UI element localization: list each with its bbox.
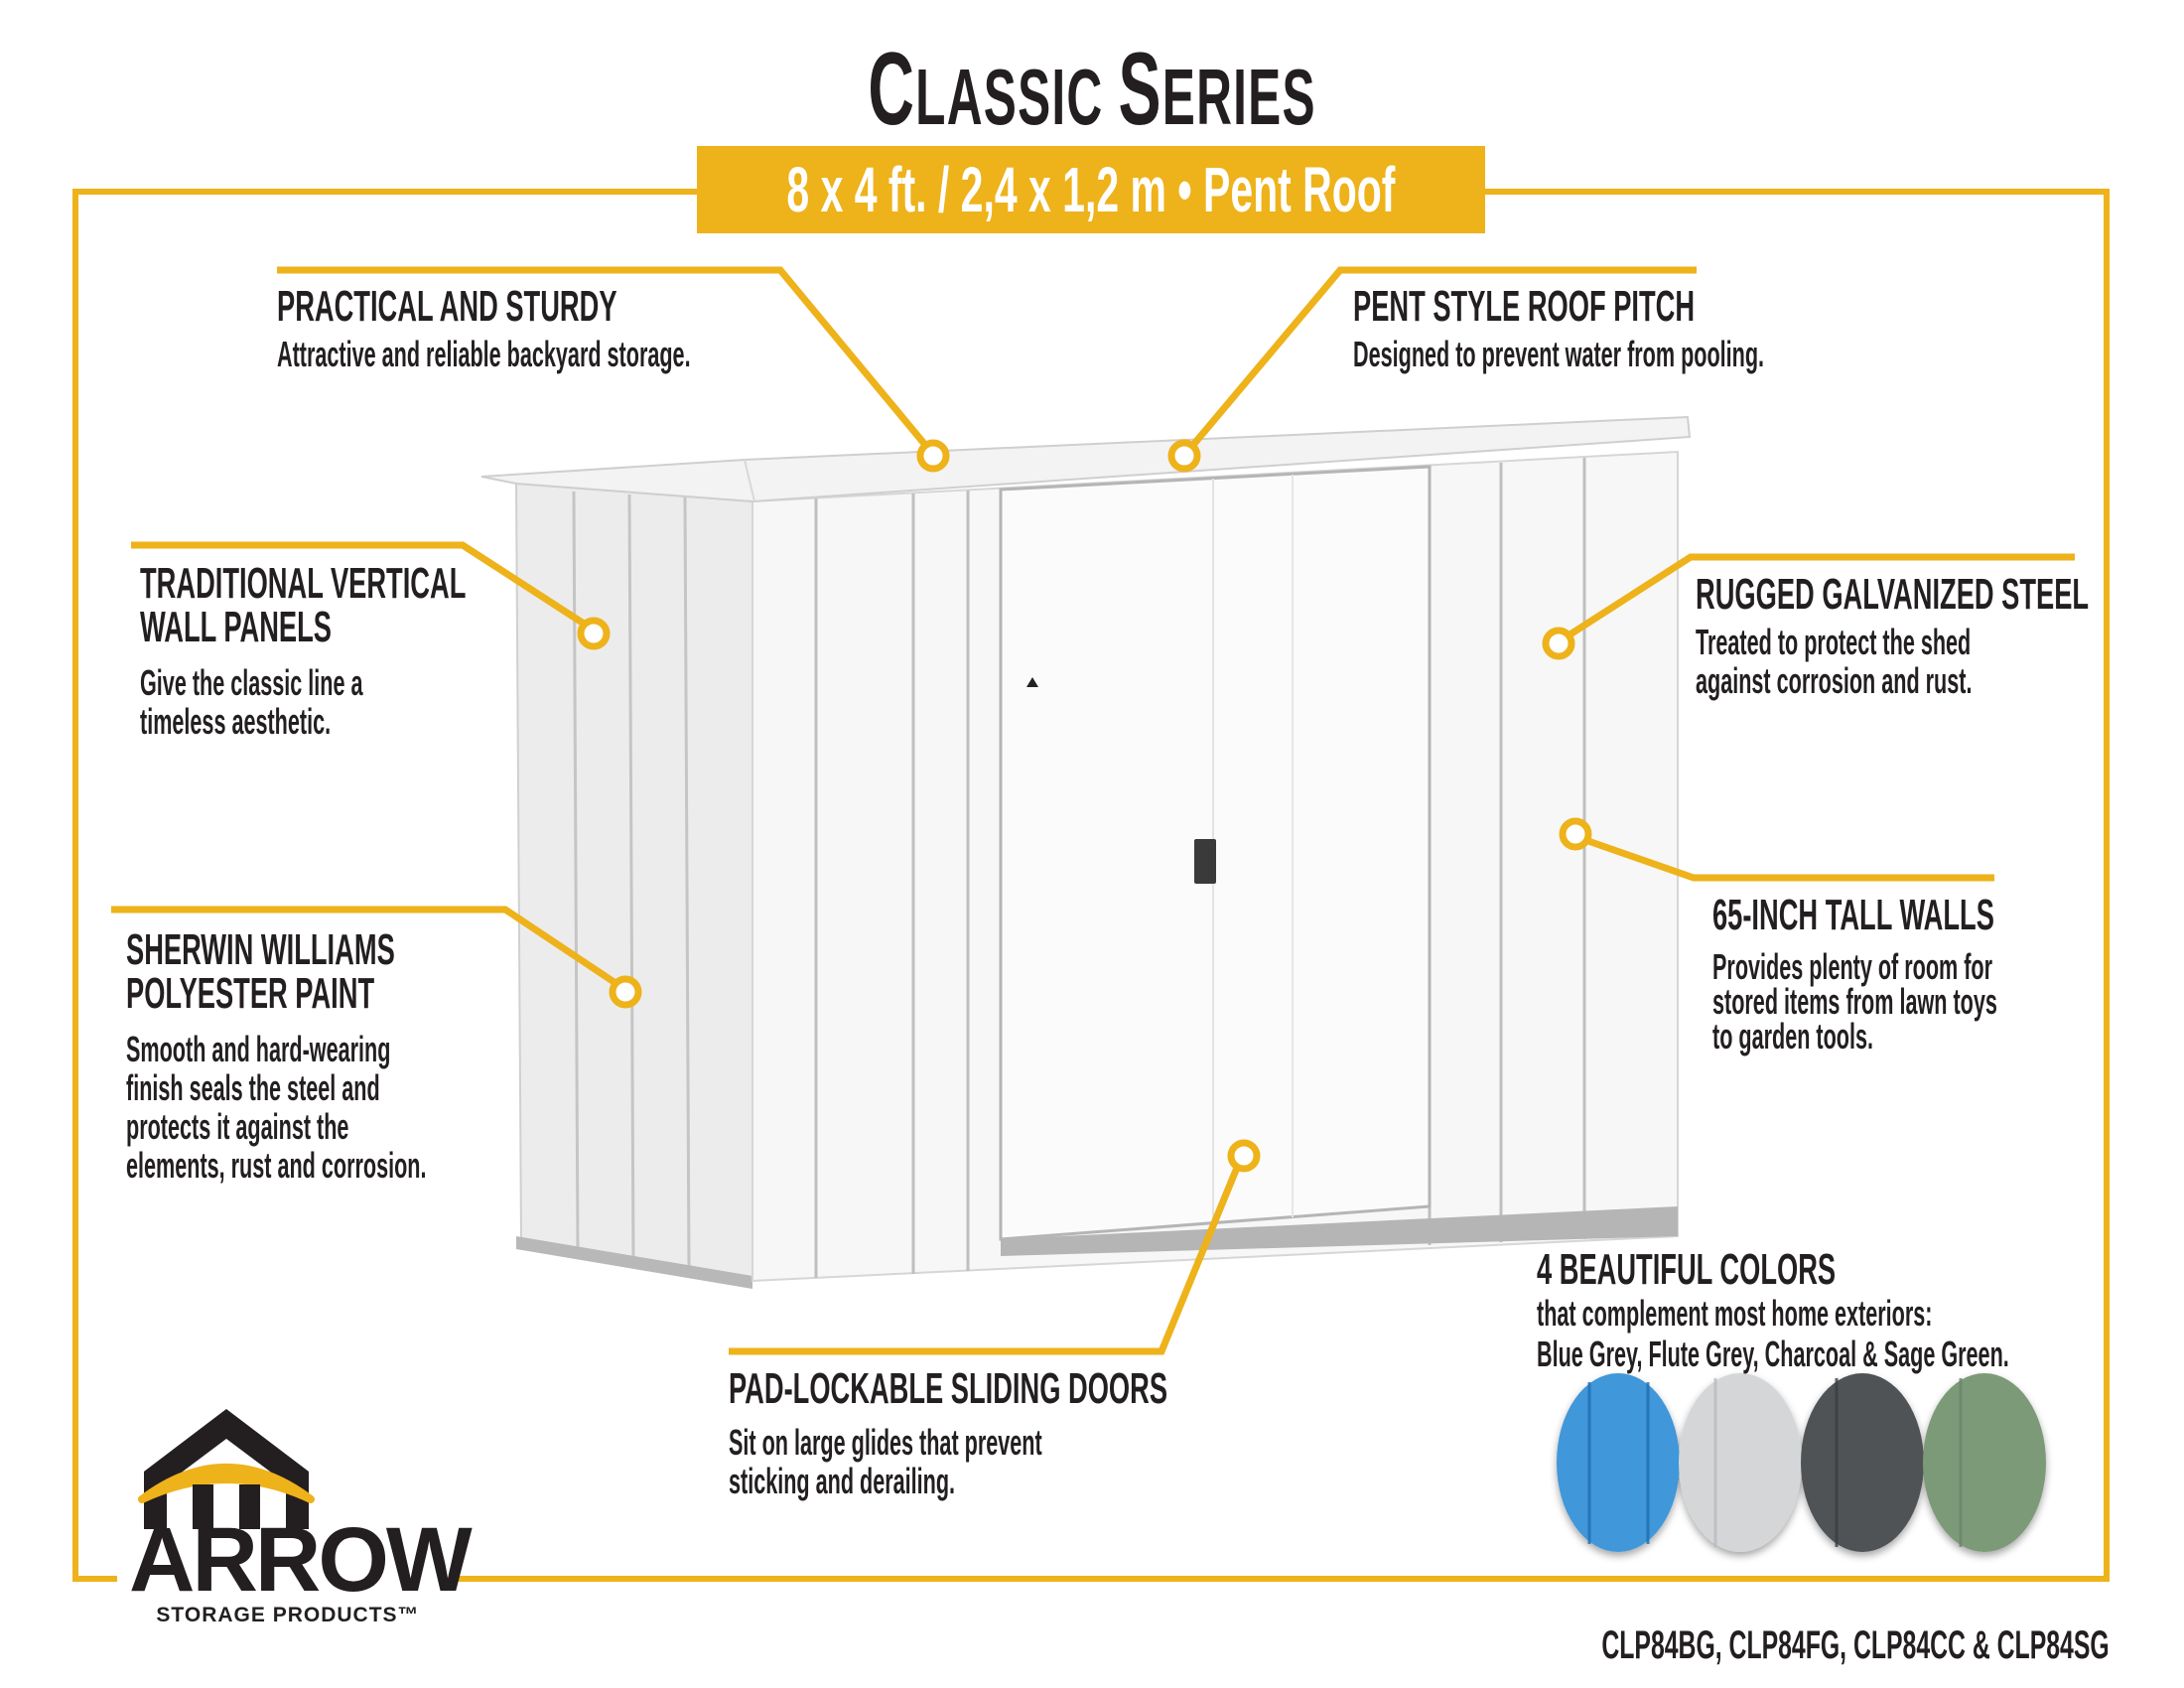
callout-heading: TRADITIONAL VERTICAL xyxy=(140,559,467,608)
size-badge: 8 x 4 ft. / 2,4 x 1,2 m • Pent Roof xyxy=(697,146,1485,233)
callout-heading: WALL PANELS xyxy=(140,603,332,651)
marker-circle-icon xyxy=(577,617,611,650)
callout-body: elements, rust and corrosion. xyxy=(126,1145,427,1186)
leader-paint xyxy=(111,906,617,986)
colors-subtitle: that complement most home exteriors: xyxy=(1537,1293,1933,1334)
callout-body: stored items from lawn toys xyxy=(1712,981,1997,1022)
swatch-blue-grey xyxy=(1557,1373,1680,1552)
leader-doors xyxy=(729,1166,1241,1355)
logo-subtitle: STORAGE PRODUCTS™ xyxy=(156,1604,420,1626)
callout-body: sticking and derailing. xyxy=(729,1461,956,1501)
callout-body: timeless aesthetic. xyxy=(140,701,332,742)
callout-body: Designed to prevent water from pooling. xyxy=(1353,334,1765,374)
callout-practical-and-sturdy: PRACTICAL AND STURDY Attractive and reli… xyxy=(277,282,966,374)
callout-heading: SHERWIN WILLIAMS xyxy=(126,925,395,974)
logo-wordmark: ARROW xyxy=(129,1509,473,1611)
callout-heading: PENT STYLE ROOF PITCH xyxy=(1353,282,1696,331)
door-handle xyxy=(1194,839,1216,884)
callout-polyester-paint: SHERWIN WILLIAMS POLYESTER PAINT Smooth … xyxy=(126,925,626,1186)
page-title: CLASSIC SERIES xyxy=(0,38,2184,141)
callout-markers xyxy=(577,439,1592,1173)
callout-pent-roof: PENT STYLE ROOF PITCH Designed to preven… xyxy=(1353,282,2038,374)
title-word-classic: LASSIC xyxy=(915,53,1119,141)
colors-heading: 4 BEAUTIFUL COLORS xyxy=(1537,1245,1837,1294)
callout-heading: PRACTICAL AND STURDY xyxy=(277,282,617,331)
color-swatches xyxy=(1557,1373,2046,1552)
colors-section: 4 BEAUTIFUL COLORS that complement most … xyxy=(1537,1245,2184,1374)
callout-vertical-wall-panels: TRADITIONAL VERTICAL WALL PANELS Give th… xyxy=(140,559,666,742)
callout-heading: POLYESTER PAINT xyxy=(126,969,375,1018)
swatch-flute-grey xyxy=(1679,1373,1802,1552)
marker-circle-icon xyxy=(1227,1139,1261,1173)
model-codes: CLP84BG, CLP84FG, CLP84CC & CLP84SG xyxy=(1601,1623,2110,1667)
callout-body: Give the classic line a xyxy=(140,662,363,703)
marker-circle-icon xyxy=(1559,817,1592,851)
callout-tall-walls: 65-INCH TALL WALLS Provides plenty of ro… xyxy=(1712,891,2184,1056)
swatch-sage-green xyxy=(1923,1373,2046,1552)
callout-body: Attractive and reliable backyard storage… xyxy=(277,334,691,374)
marker-circle-icon xyxy=(916,439,950,473)
leader-practical xyxy=(277,266,928,448)
marker-circle-icon xyxy=(1542,627,1575,660)
callout-body: Smooth and hard-wearing xyxy=(126,1029,391,1069)
title-initial-c: C xyxy=(868,32,916,147)
arrow-logo-house-icon xyxy=(138,1409,315,1529)
marker-circle-icon xyxy=(1167,439,1201,473)
callout-heading: RUGGED GALVANIZED STEEL xyxy=(1696,570,2090,619)
callout-body: Sit on large glides that prevent xyxy=(729,1422,1042,1463)
leader-lines xyxy=(111,266,2075,1355)
leader-panels xyxy=(131,541,586,627)
callout-body: to garden tools. xyxy=(1712,1016,1873,1056)
leader-steel xyxy=(1567,553,2075,638)
shed-illustration xyxy=(480,415,1692,1289)
size-badge-text: 8 x 4 ft. / 2,4 x 1,2 m • Pent Roof xyxy=(786,154,1396,225)
leader-roof xyxy=(1190,266,1697,448)
colors-list: Blue Grey, Flute Grey, Charcoal & Sage G… xyxy=(1537,1334,2009,1374)
callout-sliding-doors: PAD-LOCKABLE SLIDING DOORS Sit on large … xyxy=(729,1364,1436,1501)
outer-frame xyxy=(72,189,2110,1582)
marker-circle-icon xyxy=(609,975,642,1009)
callout-body: against corrosion and rust. xyxy=(1696,660,1973,701)
title-word-series: ERIES xyxy=(1161,53,1316,141)
callout-galvanized-steel: RUGGED GALVANIZED STEEL Treated to prote… xyxy=(1696,570,2184,701)
leader-walls xyxy=(1583,836,1994,882)
callout-body: finish seals the steel and xyxy=(126,1067,380,1108)
callout-body: protects it against the xyxy=(126,1106,349,1147)
callout-heading: PAD-LOCKABLE SLIDING DOORS xyxy=(729,1364,1168,1413)
callout-body: Treated to protect the shed xyxy=(1696,622,1972,662)
title-initial-s: S xyxy=(1118,32,1162,147)
callout-heading: 65-INCH TALL WALLS xyxy=(1712,891,1994,939)
callout-body: Provides plenty of room for xyxy=(1712,946,1993,987)
swatch-charcoal xyxy=(1801,1373,1924,1552)
